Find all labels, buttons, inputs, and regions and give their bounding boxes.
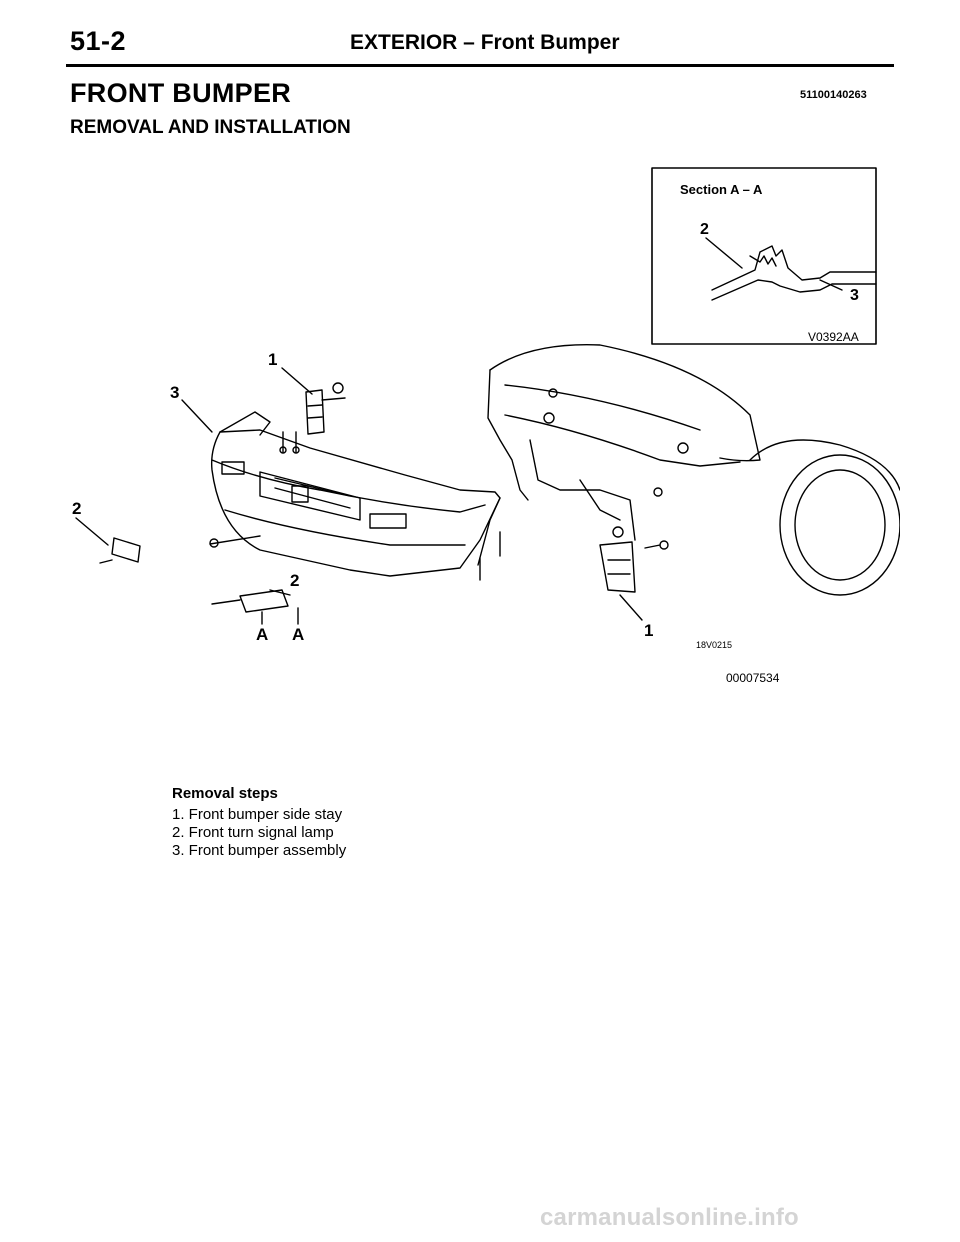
side-stay-right — [599, 541, 636, 593]
page-number: 51-2 — [70, 26, 127, 56]
inset-callout-3: 3 — [850, 287, 859, 304]
removal-steps: Removal steps 1. Front bumper side stay … — [172, 785, 346, 860]
inset-callout-2: 2 — [700, 221, 709, 238]
inset-code: V0392AA — [808, 330, 859, 344]
page-heading: FRONT BUMPER — [70, 78, 292, 108]
section-inset-box — [651, 167, 877, 345]
bumper-outline — [210, 429, 501, 577]
document-code: 51100140263 — [800, 89, 867, 101]
callout-a-left: A — [256, 625, 268, 644]
bumper-diagram: Section A – A 2 3 V0392AA 1 3 2 2 A A 1 … — [72, 167, 900, 685]
callout-1-top: 1 — [268, 350, 277, 369]
turn-signal-lamp-left — [111, 537, 141, 563]
turn-signal-lamp-bottom — [239, 589, 289, 613]
callout-a-right: A — [292, 625, 304, 644]
figure-code: 00007534 — [726, 671, 780, 685]
tire — [779, 454, 900, 596]
section-title: EXTERIOR – Front Bumper — [350, 31, 620, 54]
header-rule — [66, 64, 894, 67]
removal-steps-title: Removal steps — [172, 785, 278, 802]
side-stay-left — [305, 389, 325, 435]
callout-2-left: 2 — [72, 499, 81, 518]
car-body-outline — [489, 344, 761, 462]
removal-step-1: 1. Front bumper side stay — [172, 806, 343, 823]
removal-step-2: 2. Front turn signal lamp — [172, 824, 334, 841]
sub-heading: REMOVAL AND INSTALLATION — [70, 117, 351, 138]
drawing-code: 18V0215 — [696, 640, 732, 650]
removal-step-3: 3. Front bumper assembly — [172, 842, 347, 859]
callout-3: 3 — [170, 383, 179, 402]
callout-1-bottom: 1 — [644, 621, 653, 640]
section-clip-shape — [711, 245, 877, 291]
inset-title: Section A – A — [680, 182, 763, 197]
watermark: carmanualsonline.info — [540, 1204, 799, 1231]
callout-2-bottom: 2 — [290, 571, 299, 590]
